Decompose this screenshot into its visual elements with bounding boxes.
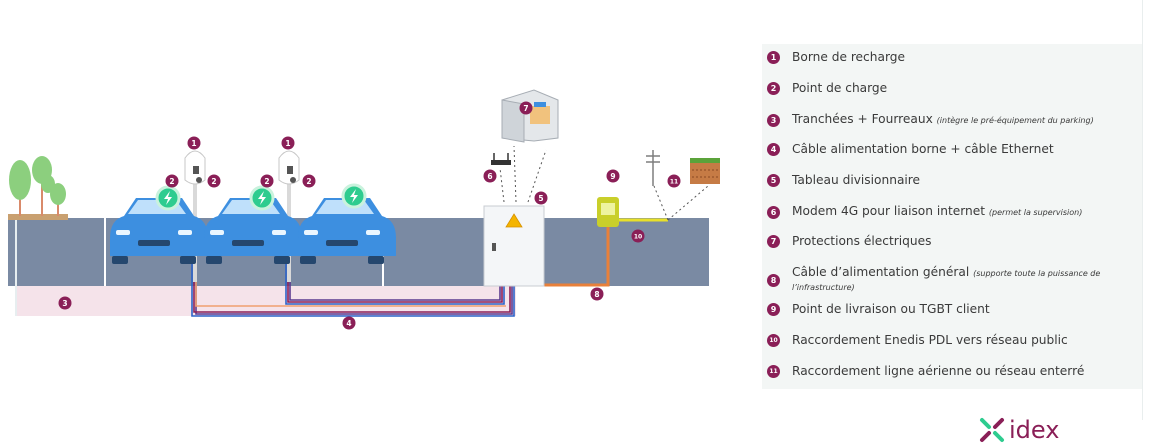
car-icon — [110, 198, 208, 264]
svg-text:9: 9 — [610, 172, 615, 181]
marker-2: 2 — [207, 174, 221, 188]
legend-number: 3 — [767, 113, 780, 127]
legend-item: 1 Borne de recharge — [762, 51, 1142, 64]
legend-item: 7 Protections électriques — [762, 235, 1142, 248]
legend-item: 4 Câble alimentation borne + câble Ether… — [762, 143, 1142, 156]
legend-number: 6 — [767, 205, 780, 219]
ground-left — [8, 218, 104, 286]
charging-bolt-icon — [341, 183, 367, 209]
cable-general-8 — [518, 226, 610, 287]
legend-number: 4 — [767, 143, 780, 156]
legend-text: Point de livraison ou TGBT client — [792, 302, 990, 316]
legend-item: 10 Raccordement Enedis PDL vers réseau p… — [762, 334, 1142, 347]
legend-text: Câble alimentation borne + câble Etherne… — [792, 142, 1054, 156]
marker-2: 2 — [260, 174, 274, 188]
marker-10: 10 — [631, 229, 645, 243]
leader-lines — [499, 145, 709, 221]
divider — [1142, 0, 1143, 420]
legend-number: 10 — [767, 334, 780, 347]
svg-text:11: 11 — [670, 179, 678, 186]
svg-text:2: 2 — [264, 177, 269, 186]
marker-3: 3 — [58, 296, 72, 310]
legend-item: 6 Modem 4G pour liaison internet (permet… — [762, 205, 1142, 219]
legend-text: Modem 4G pour liaison internet — [792, 204, 986, 218]
svg-text:2: 2 — [211, 177, 216, 186]
legend-number: 5 — [767, 174, 780, 187]
distribution-panel-icon — [483, 205, 545, 287]
installation-diagram: 1 1 2 2 2 2 3 4 5 6 7 8 9 10 11 — [8, 89, 720, 330]
delivery-point-icon — [597, 197, 619, 227]
car-icon — [298, 198, 396, 264]
legend-panel: 1 Borne de recharge 2 Point de charge 3 … — [762, 44, 1142, 389]
legend-text: Tranchées + Fourreaux — [792, 112, 933, 126]
legend-item: 11 Raccordement ligne aérienne ou réseau… — [762, 365, 1142, 378]
legend-number: 11 — [767, 365, 780, 378]
trench-band — [16, 286, 516, 316]
svg-text:10: 10 — [634, 234, 642, 241]
trees-icon — [8, 156, 68, 220]
marker-2: 2 — [302, 174, 316, 188]
marker-6: 6 — [483, 169, 497, 183]
underground-network-icon — [690, 158, 720, 184]
svg-text:5: 5 — [538, 194, 543, 203]
legend-item: 2 Point de charge — [762, 82, 1142, 95]
legend-text: Point de charge — [792, 81, 888, 95]
legend-number: 8 — [767, 273, 780, 287]
svg-text:3: 3 — [62, 299, 67, 308]
idex-cross-icon — [980, 418, 1004, 442]
svg-text:8: 8 — [594, 290, 599, 299]
legend-number: 7 — [767, 235, 780, 248]
marker-2: 2 — [165, 174, 179, 188]
marker-5: 5 — [534, 191, 548, 205]
charging-bolt-icon — [155, 185, 181, 211]
legend-note: (intègre le pré-équipement du parking) — [936, 116, 1094, 125]
marker-8: 8 — [590, 287, 604, 301]
legend-item: 8 Câble d’alimentation général (supporte… — [762, 266, 1142, 294]
svg-text:7: 7 — [523, 104, 528, 113]
legend-number: 2 — [767, 82, 780, 95]
modem-icon — [491, 153, 511, 165]
marker-1: 1 — [281, 136, 295, 150]
power-pole-icon — [646, 150, 660, 186]
marker-4: 4 — [342, 316, 356, 330]
marker-7: 7 — [519, 101, 533, 115]
legend-number: 9 — [767, 303, 780, 316]
svg-text:2: 2 — [306, 177, 311, 186]
electrical-protection-icon — [501, 89, 559, 143]
legend-text: Protections électriques — [792, 234, 932, 248]
idex-logo: idex — [979, 417, 1059, 443]
legend-number: 1 — [767, 51, 780, 64]
legend-text: Câble d’alimentation général — [792, 265, 970, 279]
legend-text: Raccordement Enedis PDL vers réseau publ… — [792, 333, 1068, 347]
svg-text:1: 1 — [191, 139, 196, 148]
legend-item: 5 Tableau divisionnaire — [762, 174, 1142, 187]
marker-9: 9 — [606, 169, 620, 183]
charging-bolt-icon — [249, 185, 275, 211]
legend-note: (supporte toute la puissance de l’infras… — [792, 269, 1101, 292]
legend-text: Raccordement ligne aérienne ou réseau en… — [792, 364, 1085, 378]
ground-right — [384, 218, 709, 286]
legend-text: Borne de recharge — [792, 50, 905, 64]
svg-text:4: 4 — [346, 319, 351, 328]
svg-text:2: 2 — [169, 177, 174, 186]
legend-item: 3 Tranchées + Fourreaux (intègre le pré-… — [762, 113, 1142, 127]
svg-text:1: 1 — [285, 139, 290, 148]
marker-1: 1 — [187, 136, 201, 150]
legend-note: (permet la supervision) — [988, 208, 1083, 217]
logo-text: idex — [1009, 416, 1060, 444]
marker-11: 11 — [667, 174, 681, 188]
legend-item: 9 Point de livraison ou TGBT client — [762, 303, 1142, 316]
legend-text: Tableau divisionnaire — [792, 173, 921, 187]
svg-text:6: 6 — [487, 172, 492, 181]
